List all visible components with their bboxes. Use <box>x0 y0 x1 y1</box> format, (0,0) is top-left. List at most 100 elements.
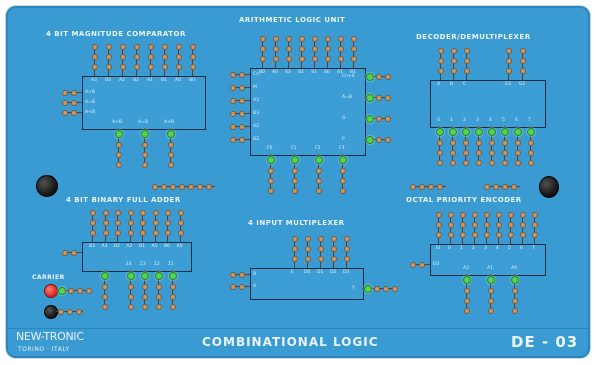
adder-input-socket[interactable] <box>127 230 134 236</box>
alu-input-socket[interactable] <box>273 46 279 52</box>
decoder-output-socket[interactable] <box>450 160 456 166</box>
alu-output-right-socket[interactable] <box>385 95 391 101</box>
encoder-input-socket[interactable] <box>472 212 478 218</box>
adder-output-socket[interactable] <box>156 294 162 300</box>
decoder-output-socket[interactable] <box>489 160 495 166</box>
right-adjust-knob[interactable] <box>539 176 559 198</box>
mux-input-socket[interactable] <box>318 236 324 242</box>
comparator-input-socket[interactable] <box>92 54 98 60</box>
alu-input-left-socket[interactable] <box>239 98 245 104</box>
mux-select-socket[interactable] <box>239 272 245 278</box>
encoder-input-socket[interactable] <box>448 212 454 218</box>
adder-input-socket[interactable] <box>90 230 96 236</box>
decoder-input-socket[interactable] <box>464 68 470 74</box>
mux-input-socket[interactable] <box>292 246 298 252</box>
decoder-input-socket[interactable] <box>451 58 457 64</box>
adder-input-socket[interactable] <box>140 220 146 226</box>
carrier-black-lead-socket[interactable] <box>67 309 73 315</box>
decoder-input-socket[interactable] <box>438 68 444 74</box>
encoder-side-strip-a-socket[interactable] <box>428 184 434 190</box>
comparator-input-socket[interactable] <box>176 44 182 50</box>
encoder-input-socket[interactable] <box>508 232 514 238</box>
alu-input-socket[interactable] <box>260 46 266 52</box>
comparator-input-socket[interactable] <box>120 44 126 50</box>
adder-input-socket[interactable] <box>177 230 184 236</box>
decoder-output-socket[interactable] <box>502 140 508 146</box>
mux-select-socket[interactable] <box>230 284 236 290</box>
encoder-input-socket[interactable] <box>460 222 466 228</box>
adder-input-socket[interactable] <box>127 210 134 216</box>
decoder-output-socket[interactable] <box>528 140 534 146</box>
alu-input-socket[interactable] <box>286 56 292 62</box>
comparator-input-socket[interactable] <box>148 44 154 50</box>
decoder-output-socket[interactable] <box>476 140 482 146</box>
adder-input-socket[interactable] <box>115 210 121 216</box>
alu-output-socket[interactable] <box>268 178 274 184</box>
comparator-input-socket[interactable] <box>162 54 168 60</box>
alu-output-socket[interactable] <box>292 168 298 174</box>
decoder-output-socket[interactable] <box>515 160 521 166</box>
red-jack[interactable] <box>44 284 58 298</box>
decoder-input-socket[interactable] <box>438 58 444 64</box>
mux-output-socket[interactable] <box>374 286 380 292</box>
decoder-output-socket[interactable] <box>515 150 521 156</box>
adder-output-socket[interactable] <box>142 294 148 300</box>
alu-input-socket[interactable] <box>312 46 318 52</box>
adder-side-strip-socket[interactable] <box>170 184 176 190</box>
alu-input-left-socket[interactable] <box>230 72 236 78</box>
adder-output-socket[interactable] <box>156 284 162 290</box>
comparator-input-socket[interactable] <box>176 54 182 60</box>
decoder-input-socket[interactable] <box>520 68 526 74</box>
alu-output-right-socket[interactable] <box>376 137 382 143</box>
adder-output-socket[interactable] <box>128 294 134 300</box>
carrier-red-lead-socket[interactable] <box>77 288 83 294</box>
encoder-input-socket[interactable] <box>460 212 466 218</box>
mux-select-socket[interactable] <box>230 272 236 278</box>
carrier-black-lead-socket[interactable] <box>76 309 82 315</box>
comparator-input-socket[interactable] <box>190 54 196 60</box>
encoder-input-socket[interactable] <box>436 212 442 218</box>
alu-output-socket[interactable] <box>316 178 322 184</box>
alu-output-socket[interactable] <box>340 168 346 174</box>
decoder-input-socket[interactable] <box>464 58 470 64</box>
comparator-input-socket[interactable] <box>134 54 140 60</box>
decoder-output-socket[interactable] <box>463 160 469 166</box>
adder-input-socket[interactable] <box>127 220 134 226</box>
comparator-input-socket[interactable] <box>190 44 196 50</box>
adder-input-socket[interactable] <box>152 220 159 226</box>
decoder-input-socket[interactable] <box>520 58 526 64</box>
adder-input-socket[interactable] <box>165 220 171 226</box>
carrier-red-lead-socket[interactable] <box>68 288 74 294</box>
comparator-input-socket[interactable] <box>106 44 112 50</box>
encoder-side-strip-a-socket[interactable] <box>410 184 416 190</box>
encoder-input-socket[interactable] <box>460 232 466 238</box>
mux-input-socket[interactable] <box>318 246 324 252</box>
alu-input-left-socket[interactable] <box>239 124 245 130</box>
encoder-input-socket[interactable] <box>496 232 502 238</box>
mux-input-socket[interactable] <box>344 246 350 252</box>
alu-input-socket[interactable] <box>299 56 305 62</box>
comparator-cascade-socket[interactable] <box>71 110 77 116</box>
adder-input-socket[interactable] <box>177 220 184 226</box>
alu-output-right-socket[interactable] <box>376 116 382 122</box>
adder-side-strip-socket[interactable] <box>152 184 158 190</box>
alu-output-socket[interactable] <box>316 188 322 194</box>
alu-output-right-socket[interactable] <box>385 74 391 80</box>
comparator-cascade-socket[interactable] <box>62 110 68 116</box>
decoder-input-socket[interactable] <box>438 48 444 54</box>
alu-output-socket[interactable] <box>340 188 346 194</box>
alu-input-socket[interactable] <box>299 36 305 42</box>
comparator-input-socket[interactable] <box>148 64 154 70</box>
encoder-input-socket[interactable] <box>448 222 454 228</box>
adder-input-socket[interactable] <box>115 230 121 236</box>
mux-input-socket[interactable] <box>344 256 350 262</box>
comparator-input-socket[interactable] <box>120 54 126 60</box>
comparator-input-socket[interactable] <box>134 64 140 70</box>
decoder-output-socket[interactable] <box>528 160 534 166</box>
carrier-black-lead-socket[interactable] <box>58 309 64 315</box>
adder-output-socket[interactable] <box>170 304 176 310</box>
alu-input-socket[interactable] <box>273 36 279 42</box>
decoder-input-socket[interactable] <box>464 48 470 54</box>
decoder-output-socket[interactable] <box>437 160 443 166</box>
encoder-side-strip-b-socket[interactable] <box>502 184 508 190</box>
